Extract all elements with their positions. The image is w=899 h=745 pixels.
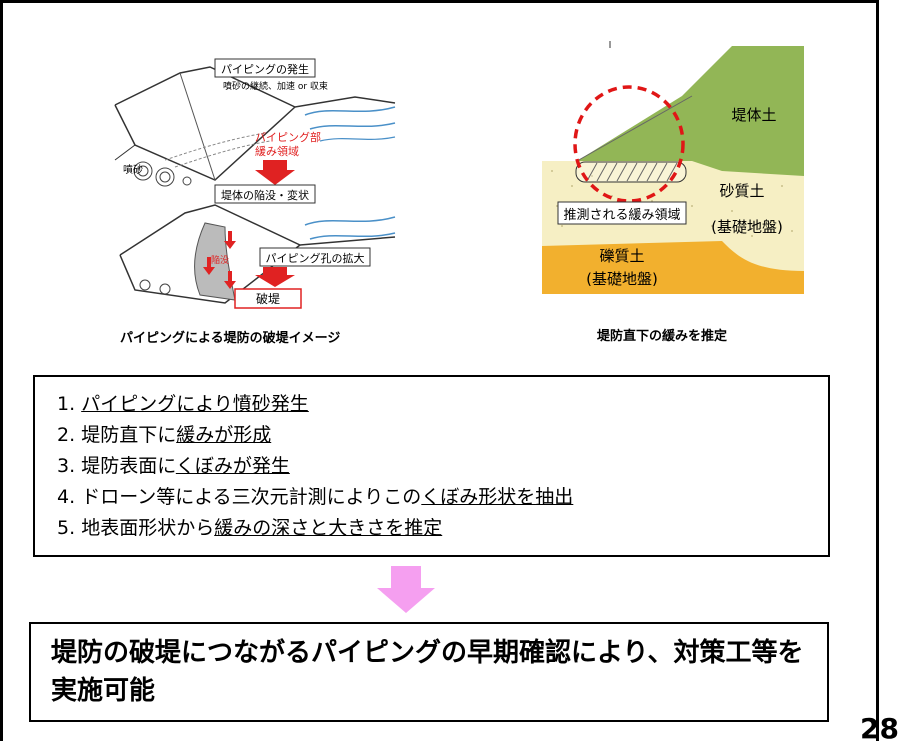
piping-breach-illustration: パイピングの発生 噴砂の継続、加速 or 収束 パイピング部 緩み領域 噴砂 堤…	[114, 58, 396, 309]
step-item: 4. ドローン等による三次元計測によりこのくぼみ形状を抽出	[57, 482, 573, 513]
step-text: ドローン等による三次元計測によりこの	[81, 486, 422, 508]
cross-section-diagram: 推測される緩み領域 堤体土 砂質土 (基礎地盤) 礫質土 (基礎地盤)	[542, 41, 804, 294]
gravel-soil-label: 礫質土	[599, 247, 644, 265]
gravel-foundation-label: (基礎地盤)	[586, 270, 658, 288]
step-highlight: くぼみが発生	[175, 455, 290, 477]
hole-expansion-label: パイピング孔の拡大	[266, 251, 365, 265]
left-figure-caption: パイピングによる堤防の破堤イメージ	[120, 331, 341, 346]
slide-frame	[0, 0, 879, 741]
step-number: 2.	[57, 424, 76, 446]
dashed-red-circle	[573, 85, 685, 203]
steps-list: 1. パイピングにより憤砂発生 2. 堤防直下に緩みが形成 3. 堤防表面にくぼ…	[57, 389, 573, 544]
step-number: 1.	[57, 393, 76, 415]
step-item: 2. 堤防直下に緩みが形成	[57, 420, 573, 451]
estimated-zone-label-box	[557, 201, 687, 225]
estimated-zone-label: 推測される緩み領域	[563, 207, 680, 223]
sand-boil-note: 噴砂の継続、加速 or 収束	[223, 80, 328, 92]
step-item: 5. 地表面形状から緩みの深さと大きさを推定	[57, 513, 573, 544]
embankment-bottom-sketch	[119, 204, 396, 304]
sandy-soil-label: 砂質土	[719, 182, 764, 200]
loose-zone-label: 緩み領域	[255, 144, 299, 158]
step-text: 地表面形状から	[81, 517, 215, 539]
loose-zone-figure: 推測される緩み領域 堤体土 砂質土 (基礎地盤) 礫質土 (基礎地盤)	[542, 36, 804, 294]
conclusion-text: 堤防の破堤につながるパイピングの早期確認により、対策工等を実施可能	[51, 638, 804, 706]
step-highlight: くぼみ形状を抽出	[421, 486, 574, 508]
process-arrow-2-head	[255, 275, 295, 287]
gravel-soil-layer	[542, 241, 804, 294]
right-figure-caption: 堤防直下の緩みを推定	[597, 329, 728, 344]
step-highlight: パイピングにより憤砂発生	[81, 393, 309, 415]
embankment-top-sketch	[114, 66, 396, 187]
step-number: 5.	[57, 517, 76, 539]
process-arrow-1-head	[255, 170, 295, 185]
step-number: 3.	[57, 455, 76, 477]
piping-breach-figure: パイピングの発生 噴砂の継続、加速 or 収束 パイピング部 緩み領域 噴砂 堤…	[105, 45, 405, 310]
step-number: 4.	[57, 486, 76, 508]
process-arrow-2-shaft	[263, 267, 287, 275]
piping-occurrence-label: パイピングの発生	[221, 62, 309, 76]
down-arrow-icon	[377, 566, 435, 613]
breach-label: 破堤	[256, 291, 280, 306]
steps-box: 1. パイピングにより憤砂発生 2. 堤防直下に緩みが形成 3. 堤防表面にくぼ…	[33, 375, 830, 557]
step-item: 1. パイピングにより憤砂発生	[57, 389, 573, 420]
piping-zone-label: パイピング部	[255, 130, 321, 144]
embankment-body	[577, 46, 804, 176]
conclusion-box: 堤防の破堤につながるパイピングの早期確認により、対策工等を実施可能	[29, 622, 829, 722]
step-text: 堤防表面に	[81, 455, 176, 477]
step-text: 堤防直下に	[81, 424, 177, 446]
embankment-soil-label: 堤体土	[731, 106, 776, 124]
process-arrow-1-shaft	[263, 160, 287, 170]
step-highlight: 緩みの深さと大きさを推定	[214, 517, 443, 539]
sand-boil-label: 噴砂	[123, 163, 143, 176]
sandy-foundation-label: (基礎地盤)	[711, 218, 783, 236]
settlement-label: 陥没	[211, 254, 229, 266]
step-item: 3. 堤防表面にくぼみが発生	[57, 451, 573, 482]
step-highlight: 緩みが形成	[176, 424, 272, 446]
subsidence-label: 堤体の陥没・変状	[221, 188, 309, 202]
loose-zone-hatch	[575, 161, 687, 183]
hatch-lines	[586, 162, 678, 182]
page-number: 28	[860, 712, 899, 745]
